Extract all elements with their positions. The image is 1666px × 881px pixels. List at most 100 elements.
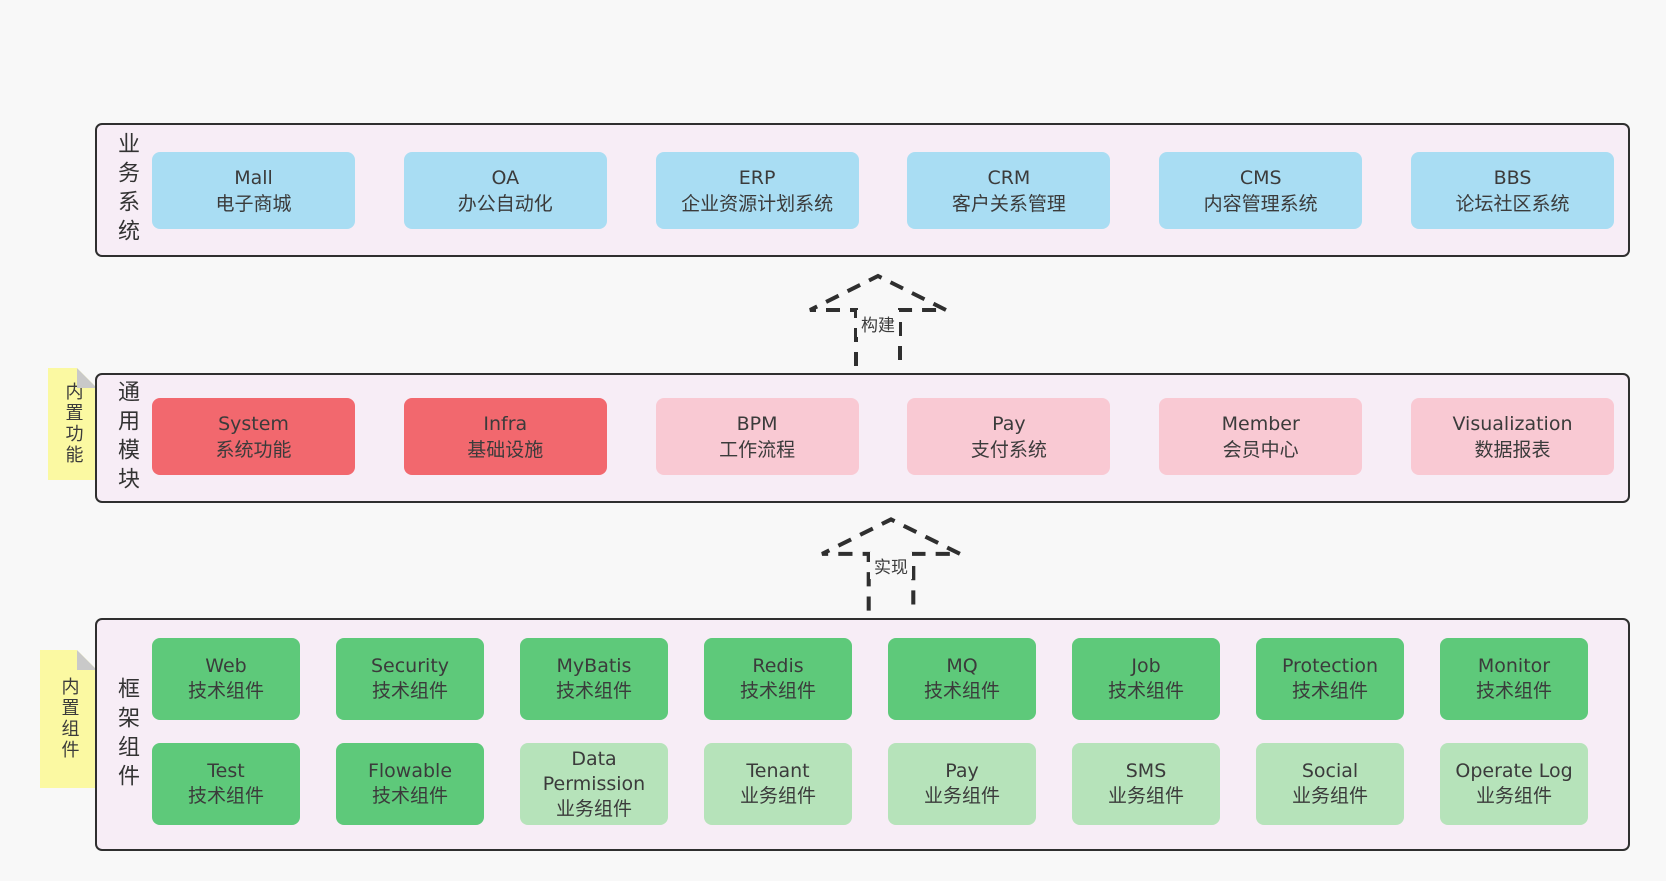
node-name: Job — [1131, 655, 1161, 677]
node-name: Member — [1221, 412, 1300, 435]
node-desc: 技术组件 — [1107, 680, 1184, 702]
node-bbs: BBS 论坛社区系统 — [1410, 152, 1614, 229]
node-oa: OA 办公自动化 — [403, 152, 607, 229]
sticky-note-builtin-components: 内置组件 — [40, 650, 97, 788]
band-title: 框架组件 — [114, 676, 139, 793]
node-desc: 工作流程 — [719, 438, 796, 461]
arrow-up-build: 构建 — [804, 270, 952, 366]
node-desc: 支付系统 — [970, 438, 1047, 461]
node-desc: 技术组件 — [739, 680, 816, 702]
node-protection: Protection 技术组件 — [1256, 638, 1404, 720]
node-name: OA — [491, 166, 520, 189]
node-desc: 技术组件 — [555, 680, 632, 702]
node-desc: 业务组件 — [1107, 785, 1184, 807]
node-operate-log: Operate Log 业务组件 — [1440, 743, 1588, 825]
node-name: Flowable — [367, 760, 453, 782]
node-redis: Redis 技术组件 — [704, 638, 852, 720]
node-name: Protection — [1281, 655, 1379, 677]
node-name: Mall — [234, 166, 273, 189]
node-name: CRM — [987, 166, 1031, 189]
node-name: Visualization — [1452, 412, 1573, 435]
node-mybatis: MyBatis 技术组件 — [520, 638, 668, 720]
node-social: Social 业务组件 — [1256, 743, 1404, 825]
node-security: Security 技术组件 — [336, 638, 484, 720]
node-name: BBS — [1493, 166, 1532, 189]
node-name: SMS — [1125, 760, 1167, 782]
node-flowable: Flowable 技术组件 — [336, 743, 484, 825]
node-name: Monitor — [1477, 655, 1551, 677]
node-name: MQ — [946, 655, 978, 677]
node-desc: 技术组件 — [371, 785, 448, 807]
node-tenant: Tenant 业务组件 — [704, 743, 852, 825]
band-title: 通用模块 — [114, 380, 139, 496]
band-business-systems: 业务系统 Mall 电子商城 OA 办公自动化 ERP 企业资源计划系统 CRM… — [95, 123, 1630, 257]
node-monitor: Monitor 技术组件 — [1440, 638, 1588, 720]
band-nodes: System 系统功能 Infra 基础设施 BPM 工作流程 Pay 支付系统… — [152, 398, 1614, 475]
arrow-label: 实现 — [870, 552, 912, 579]
band-nodes-row2: Test 技术组件 Flowable 技术组件 Data Permission … — [152, 743, 1588, 825]
node-name: Test — [207, 760, 245, 782]
sticky-fold-icon — [77, 368, 97, 388]
node-desc: 会员中心 — [1222, 438, 1299, 461]
node-name: Security — [370, 655, 450, 677]
arrow-up-implement: 实现 — [816, 512, 966, 612]
node-name: System — [218, 412, 289, 435]
node-pay-component: Pay 业务组件 — [888, 743, 1036, 825]
band-framework-components: 框架组件 Web 技术组件 Security 技术组件 MyBatis 技术组件… — [95, 618, 1630, 851]
node-desc: 论坛社区系统 — [1455, 192, 1570, 215]
sticky-note-builtin-functions: 内置功能 — [48, 368, 97, 480]
node-cms: CMS 内容管理系统 — [1159, 152, 1363, 229]
node-name: Pay — [992, 412, 1026, 435]
band-nodes-row1: Web 技术组件 Security 技术组件 MyBatis 技术组件 Redi… — [152, 638, 1588, 720]
node-desc: 技术组件 — [1291, 680, 1368, 702]
sticky-note-label: 内置组件 — [58, 677, 80, 761]
node-mq: MQ 技术组件 — [888, 638, 1036, 720]
node-crm: CRM 客户关系管理 — [907, 152, 1111, 229]
node-desc: 技术组件 — [187, 680, 264, 702]
arrow-label: 构建 — [857, 310, 899, 337]
node-desc: 技术组件 — [187, 785, 264, 807]
node-name: Web — [205, 655, 247, 677]
node-desc: 数据报表 — [1474, 438, 1551, 461]
node-desc: 企业资源计划系统 — [681, 192, 834, 215]
node-pay-module: Pay 支付系统 — [907, 398, 1111, 475]
node-desc: 技术组件 — [923, 680, 1000, 702]
node-mall: Mall 电子商城 — [152, 152, 355, 229]
node-desc: 内容管理系统 — [1203, 192, 1318, 215]
node-member: Member 会员中心 — [1159, 398, 1363, 475]
node-bpm: BPM 工作流程 — [655, 398, 859, 475]
band-nodes: Mall 电子商城 OA 办公自动化 ERP 企业资源计划系统 CRM 客户关系… — [152, 152, 1614, 229]
node-desc: 基础设施 — [467, 438, 544, 461]
node-desc: 系统功能 — [215, 438, 292, 461]
node-name: Pay — [945, 760, 979, 782]
node-name: Data Permission — [542, 747, 646, 795]
band-title: 业务系统 — [114, 132, 139, 248]
node-desc: 技术组件 — [371, 680, 448, 702]
node-name: Social — [1301, 760, 1359, 782]
dashed-up-arrow-icon — [821, 517, 961, 611]
node-desc: 业务组件 — [739, 785, 816, 807]
node-name: Operate Log — [1455, 760, 1573, 782]
node-name: Infra — [483, 412, 528, 435]
node-desc: 客户关系管理 — [951, 192, 1066, 215]
node-name: ERP — [738, 166, 776, 189]
node-name: CMS — [1239, 166, 1282, 189]
node-job: Job 技术组件 — [1072, 638, 1220, 720]
node-test: Test 技术组件 — [152, 743, 300, 825]
node-desc: 技术组件 — [1475, 680, 1552, 702]
node-desc: 业务组件 — [1475, 785, 1552, 807]
node-infra: Infra 基础设施 — [403, 398, 607, 475]
sticky-note-label: 内置功能 — [62, 382, 84, 466]
node-erp: ERP 企业资源计划系统 — [655, 152, 859, 229]
node-name: Redis — [752, 655, 804, 677]
node-desc: 电子商城 — [215, 192, 292, 215]
node-name: BPM — [736, 412, 778, 435]
node-visualization: Visualization 数据报表 — [1410, 398, 1614, 475]
node-name: Tenant — [746, 760, 810, 782]
node-desc: 办公自动化 — [457, 192, 553, 215]
node-desc: 业务组件 — [1291, 785, 1368, 807]
node-sms: SMS 业务组件 — [1072, 743, 1220, 825]
sticky-fold-icon — [77, 650, 97, 670]
band-common-modules: 通用模块 System 系统功能 Infra 基础设施 BPM 工作流程 Pay… — [95, 373, 1630, 503]
